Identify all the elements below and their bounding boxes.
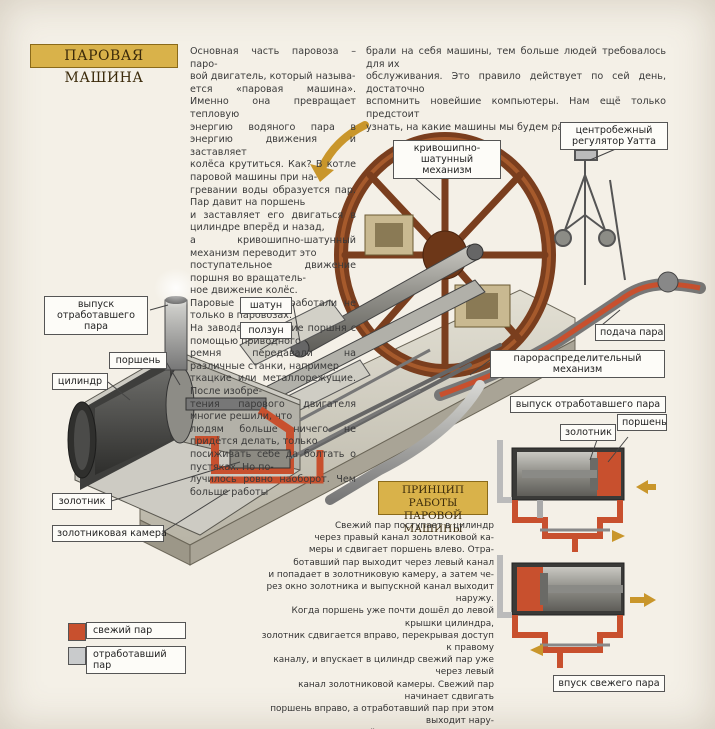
label-distribution-mechanism: парораспределительный механизм [490,350,665,378]
principle-title: ПРИНЦИП РАБОТЫ ПАРОВОЙ МАШИНЫ [378,481,488,535]
label-connecting-rod: шатун [240,297,292,314]
text-line: ботавший пар выходит через левый канал [293,557,494,568]
text-line: Свежий пар поступает в цилиндр [334,521,494,531]
text-line: рез окно золотника и выпускной канал вых… [266,582,494,605]
text-line: людям больше ничего не придётся делать, … [190,423,356,448]
cylinder-body [67,268,324,536]
page-title: ПАРОВАЯ МАШИНА [30,44,178,86]
text-line: и заставляет его двигаться в цилиндре вп… [190,209,356,234]
text-line: обслуживания. Это правило действует по с… [366,71,666,95]
principle-diagram-1 [497,440,656,552]
principle-title-line-1: ПРИНЦИП РАБОТЫ [401,484,464,509]
text-line: и попадает в золотниковую камеру, а зате… [268,569,494,580]
text-line: поступательное движение поршня во вращат… [190,260,356,284]
principle-title-line-2: ПАРОВОЙ МАШИНЫ [403,510,463,535]
text-line: поршень вправо, а отработавший пар при э… [270,704,494,727]
text-line: через правый канал золотниковой ка- [314,533,494,544]
label-slide-valve: золотник [52,493,112,510]
text-line: золотник сдвигается вправо, перекрывая д… [261,630,494,654]
legend-swatch-exhaust-steam [68,647,86,665]
legend-swatch-fresh-steam [68,623,86,641]
text-line: гревании воды образуется пар. Пар давит … [190,184,356,209]
text-line: а кривошипно-шатунный механизм переводит… [190,234,356,259]
text-line: энергию водяного пара в энергию движения… [190,121,356,158]
text-line: Когда поршень уже почти дошёл до левой к… [291,606,494,629]
text-line: тения парового двигателя многие решили, … [190,398,356,423]
text-line: ткацкие или металлорежущие. После изобре… [190,373,356,398]
label-crosshead: ползун [240,322,292,339]
valve-rod [289,348,431,460]
text-line: каналу, и впускает в цилиндр свежий пар … [273,655,494,678]
label-exhaust-main: выпуск отработавшего пара [44,296,148,335]
rotation-arrow-icon [310,121,369,182]
text-line: Основная часть паровоза – паро- [190,46,356,70]
text-line: ное движение колёс. [190,285,298,297]
text-line: ремня передавали на различные станки, на… [190,348,356,372]
bearing-blocks [364,214,511,328]
principle-diagram-2 [497,555,656,668]
exhaust-pipe-lower [325,380,485,505]
label-watt-governor: центробежный регулятор Уатта [560,122,668,150]
label-piston-right: поршень [617,414,667,431]
principle-description: Свежий пар поступает в цилиндр через прав… [256,520,494,729]
text-line: вой двигатель, который называ- [190,71,356,83]
text-line: лучилось ровно наоборот. Чем больше рабо… [190,474,356,498]
leader-lines [107,147,629,535]
text-line: колёса крутиться. Как? В котле паровой м… [190,159,356,183]
legend-label-fresh-steam: свежий пар [86,622,186,639]
text-line: ется «паровая машина». Именно она превра… [190,83,356,120]
label-cylinder: цилиндр [52,373,108,390]
text-line: канал золотниковой камеры. Свежий пар на… [298,679,494,702]
intro-text-column-1: Основная часть паровоза – паро-вой двига… [190,46,356,499]
label-slide-valve-right: золотник [560,424,616,441]
legend-label-exhaust-steam: отработавший пар [86,646,186,674]
text-line: посиживать себе да болтать о пустяках. Н… [190,449,356,473]
steam-supply-pipe [434,271,706,401]
text-line: вспомнить новейшие компьютеры. Нам ещё т… [366,96,666,120]
text-line: брали на себя машины, тем больше людей т… [366,46,666,70]
text-line: меры и сдвигает поршень влево. Отра- [308,545,494,556]
text-line: узнать, на какие машины мы будем работат… [366,121,659,133]
label-exhaust-right: выпуск отработавшего пара [510,396,666,413]
watt-governor [554,149,626,285]
label-piston: поршень [109,352,167,369]
label-crank-mechanism: кривошипно-шатунный механизм [393,140,501,179]
intro-text-column-2: брали на себя машины, тем больше людей т… [366,46,666,134]
label-valve-chamber: золотниковая камера [52,525,167,542]
label-steam-supply: подача пара [595,324,665,341]
label-fresh-steam-inlet: впуск свежего пара [553,675,665,692]
